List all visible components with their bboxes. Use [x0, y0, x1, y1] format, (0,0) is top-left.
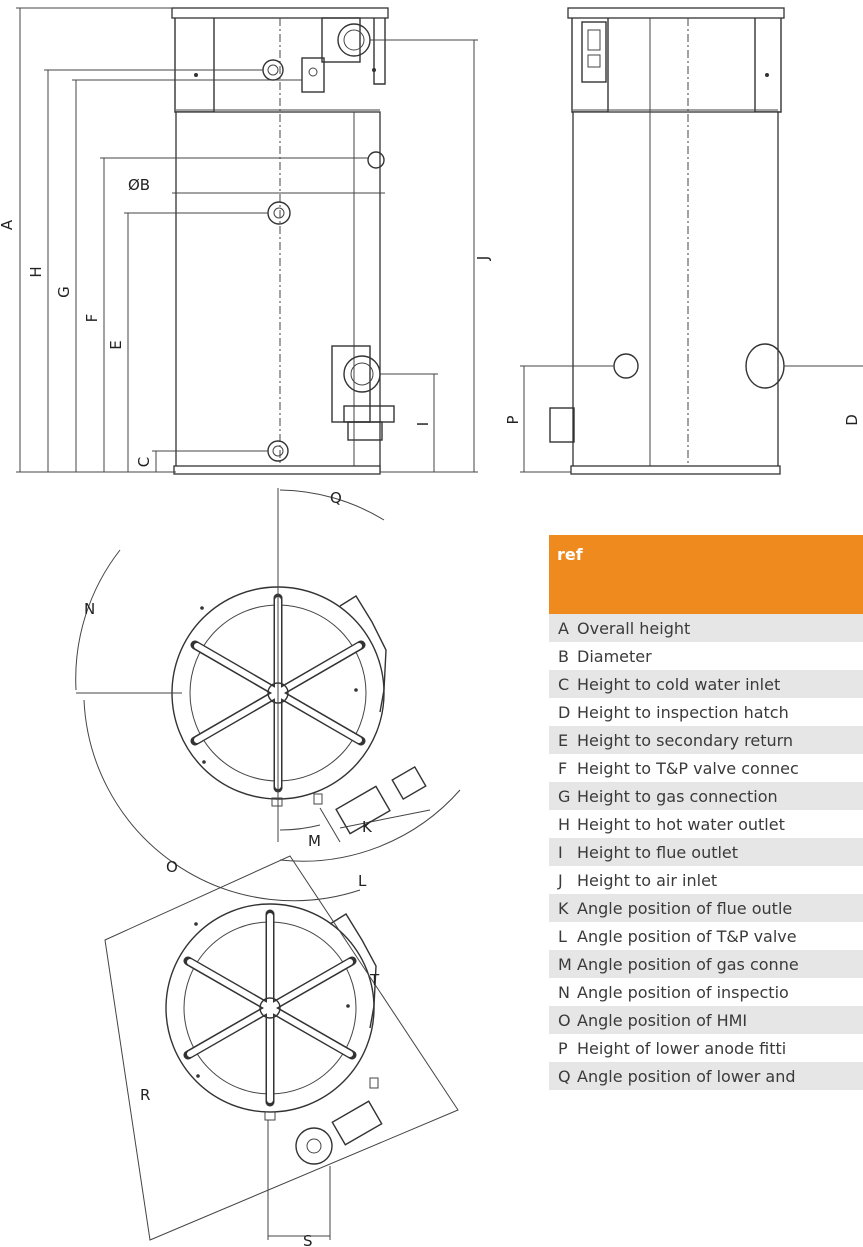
table-row: B Diameter	[549, 642, 863, 670]
table-row: Q Angle position of lower and	[549, 1062, 863, 1090]
row-ref: I	[558, 842, 563, 862]
side-elevation: P D	[504, 7, 863, 475]
table-row: L Angle position of T&P valve	[549, 922, 863, 950]
svg-text:L: L	[358, 872, 367, 890]
table-row: K Angle position of flue outle	[549, 894, 863, 922]
svg-text:H: H	[27, 266, 45, 277]
svg-text:I: I	[414, 422, 432, 426]
svg-text:C: C	[135, 457, 153, 467]
row-description: Height to inspection hatch	[577, 702, 789, 722]
svg-text:T: T	[369, 971, 380, 989]
svg-text:P: P	[504, 415, 522, 424]
svg-text:F: F	[83, 314, 101, 323]
table-row: C Height to cold water inlet	[549, 670, 863, 698]
row-ref: A	[558, 618, 569, 638]
row-description: Height to cold water inlet	[577, 674, 781, 694]
row-description: Height to T&P valve connec	[577, 758, 799, 778]
row-ref: F	[558, 758, 568, 778]
table-row: H Height to hot water outlet	[549, 810, 863, 838]
row-description: Angle position of inspectio	[577, 982, 789, 1002]
row-ref: C	[558, 674, 570, 694]
row-ref: D	[558, 702, 571, 722]
table-row: E Height to secondary return	[549, 726, 863, 754]
svg-text:N: N	[84, 600, 95, 618]
svg-text:M: M	[308, 832, 321, 850]
row-description: Height to air inlet	[577, 870, 718, 890]
top-view-footprint: T R S	[104, 855, 459, 1247]
row-ref: B	[558, 646, 569, 666]
table-row: J Height to air inlet	[549, 866, 863, 894]
row-description: Angle position of lower and	[577, 1066, 796, 1086]
row-ref: J	[558, 870, 563, 890]
table-row: O Angle position of HMI	[549, 1006, 863, 1034]
burner-assembly	[331, 345, 395, 441]
row-description: Height to gas connection	[577, 786, 778, 806]
svg-text:Q: Q	[330, 489, 342, 507]
row-description: Height of lower anode fitti	[577, 1038, 787, 1058]
row-description: Angle position of T&P valve	[577, 926, 797, 946]
row-description: Height to hot water outlet	[577, 814, 785, 834]
svg-text:O: O	[166, 858, 178, 876]
row-description: Overall height	[577, 618, 691, 638]
table-row: G Height to gas connection	[549, 782, 863, 810]
table-row: F Height to T&P valve connec	[549, 754, 863, 782]
row-ref: M	[558, 954, 572, 974]
svg-text:R: R	[140, 1086, 150, 1104]
row-ref: N	[558, 982, 570, 1002]
table-row: P Height of lower anode fitti	[549, 1034, 863, 1062]
table-row: A Overall height	[549, 614, 863, 642]
row-ref: G	[558, 786, 571, 806]
row-ref: K	[558, 898, 569, 918]
diameter-label: ØB	[128, 176, 150, 194]
table-row: D Height to inspection hatch	[549, 698, 863, 726]
flue-outlet	[321, 17, 371, 63]
row-ref: P	[558, 1038, 568, 1058]
row-description: Angle position of flue outle	[577, 898, 793, 918]
top-view-angles: Q N M K O L	[75, 488, 461, 902]
table-header: ref	[549, 535, 863, 614]
row-description: Diameter	[577, 646, 652, 666]
svg-text:D: D	[843, 414, 861, 426]
row-description: Height to secondary return	[577, 730, 794, 750]
svg-text:S: S	[303, 1232, 313, 1247]
row-ref: O	[558, 1010, 571, 1030]
svg-text:K: K	[362, 818, 373, 836]
svg-text:G: G	[55, 286, 73, 298]
row-description: Angle position of HMI	[577, 1010, 748, 1030]
svg-text:E: E	[107, 340, 125, 349]
row-ref: H	[558, 814, 571, 834]
svg-text:A: A	[0, 219, 16, 230]
table-row: N Angle position of inspectio	[549, 978, 863, 1006]
front-elevation: A H G F E C J I ØB	[0, 7, 492, 475]
table-row: I Height to flue outlet	[549, 838, 863, 866]
row-ref: L	[558, 926, 567, 946]
svg-text:J: J	[474, 256, 492, 261]
row-ref: E	[558, 730, 569, 750]
row-description: Angle position of gas conne	[577, 954, 799, 974]
row-description: Height to flue outlet	[577, 842, 739, 862]
row-ref: Q	[558, 1066, 571, 1086]
